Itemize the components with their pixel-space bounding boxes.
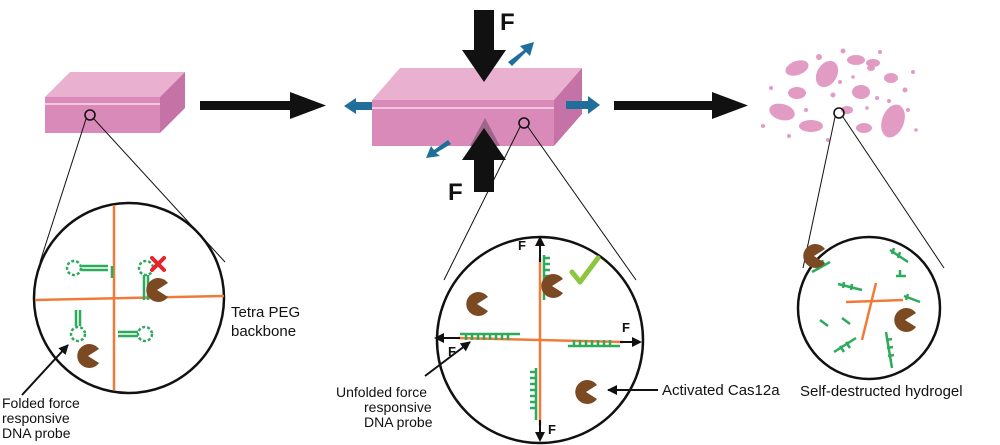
force-label-bottom: F [448,179,463,206]
zoom-circle-unfolded: F F F F [434,235,645,445]
cross-icon [150,256,166,272]
force-label-zoom-left: F [448,344,456,359]
tetra-peg-label: Tetra PEG [231,304,300,321]
unfolded-dna-probe [530,368,538,420]
tetra-peg-label-line2: backbone [231,323,296,340]
cas12a-pacman-icon [803,244,825,269]
check-icon [569,255,601,285]
zoom-origin-3 [833,107,845,119]
folded-probe-label-line3: DNA probe [2,425,71,441]
cas12a-pacman-icon [575,379,597,404]
force-label-zoom-right: F [622,320,630,335]
cas12a-pacman-icon [77,344,99,368]
force-arrow-icon [434,236,642,442]
cas12a-pacman-icon [466,292,488,317]
folded-dna-probe [118,325,154,343]
expansion-arrows [344,42,600,158]
force-label-top: F [500,9,515,36]
unfolded-dna-probe [460,332,520,340]
zoom-origin-2 [518,117,530,129]
folded-dna-probe [65,259,114,278]
arrow-right-icon [614,92,748,119]
folded-probe-label-line2: responsive [2,410,70,426]
zoom-circle-folded [32,201,226,395]
zoom-circle-destructed [796,235,942,381]
cas12a-pacman-icon [894,308,916,333]
gel-block-intact [45,72,185,133]
unfolded-probe-label-line2: responsive [364,399,432,415]
folded-dna-probe [69,310,87,343]
cleaved-dna-fragments [811,247,921,369]
arrow-right-icon [200,92,326,119]
zoom-origin-1 [84,109,96,121]
folded-probe-label: Folded force [2,395,80,411]
unfolded-dna-probe [568,340,620,348]
cas12a-pacman-icon [146,278,168,302]
activated-cas12a-label: Activated Cas12a [662,382,780,399]
gel-fragments [761,48,918,142]
gel-block-compressed [372,68,582,146]
force-label-zoom-top: F [518,238,526,253]
unfolded-probe-label-line3: DNA probe [364,414,433,430]
unfolded-probe-pointer [424,341,471,377]
unfolded-probe-label: Unfolded force [336,384,427,400]
force-arrow-icon [462,10,506,82]
self-destructed-label: Self-destructed hydrogel [800,383,963,400]
cas12a-pacman-icon [541,274,563,299]
folded-probe-pointer [21,344,69,396]
force-arrow-icon [462,128,506,192]
force-label-zoom-bottom: F [548,422,556,437]
